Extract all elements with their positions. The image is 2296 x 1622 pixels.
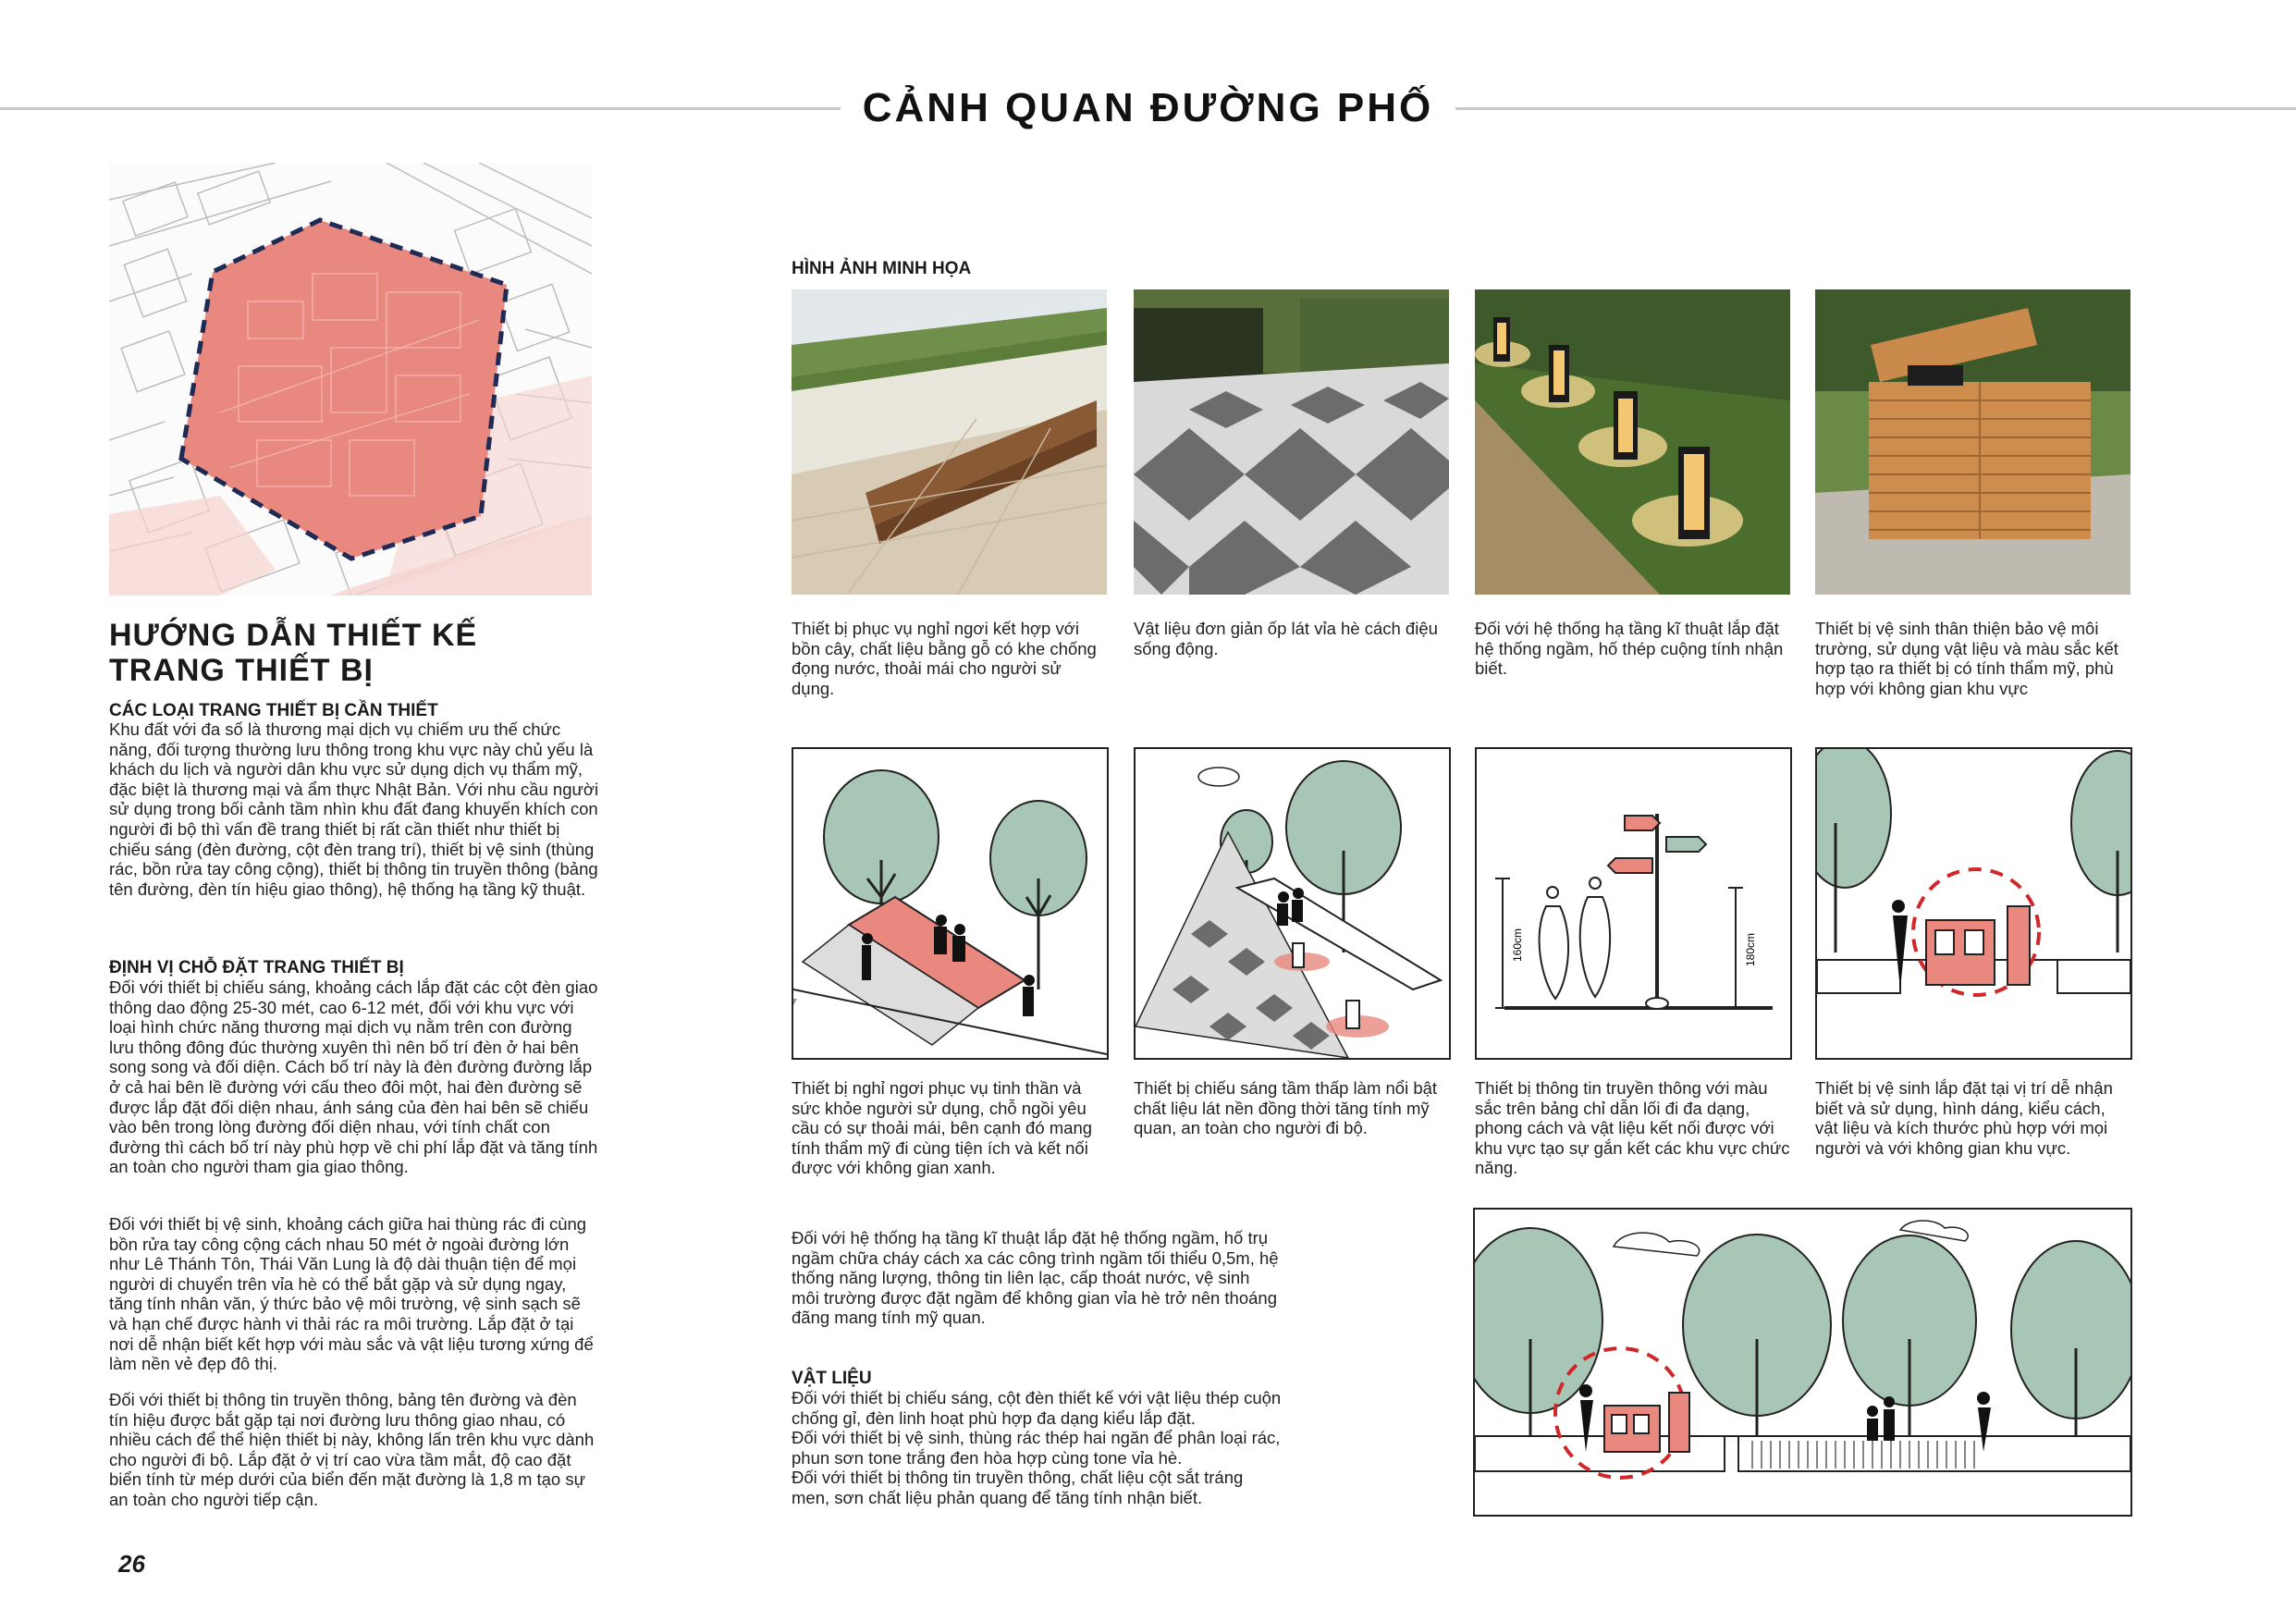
photo-caption-4: Thiết bị vệ sinh thân thiện bảo vệ môi t… [1815,619,2118,698]
site-map [109,163,592,596]
header-rule-right [1424,107,2296,110]
section1-title: CÁC LOẠI TRANG THIẾT BỊ CẦN THIẾT [109,701,438,720]
sketch-caption-4: Thiết bị vệ sinh lắp đặt tại vị trí dễ n… [1815,1078,2113,1158]
section2-title: ĐỊNH VỊ CHỖ ĐẶT TRANG THIẾT BỊ [109,958,404,977]
section1-text: Khu đất với đa số là thương mại dịch vụ … [109,719,599,899]
sketch-sanitation [1815,747,2132,1060]
sign-height-label-right: 180cm [1744,933,1757,966]
photo-wooden-bin-enclosure [1815,289,2130,595]
sketch-seating [792,747,1109,1060]
photo-caption-2: Vật liệu đơn giản ốp lát vỉa hè cách điệ… [1134,619,1438,658]
header-rule-left [0,107,869,110]
section2-paragraph-3: Đối với thiết bị thông tin truyền thông,… [109,1390,595,1509]
sketch-caption-2: Thiết bị chiếu sáng tầm thấp làm nổi bật… [1134,1078,1438,1138]
section2-paragraph-2: Đối với thiết bị vệ sinh, khoảng cách gi… [109,1214,594,1374]
photo-caption-3: Đối với hệ thống hạ tầng kĩ thuật lắp đặ… [1475,619,1784,679]
photo-bollard-lights [1475,289,1790,595]
sketch-caption-3: Thiết bị thông tin truyền thông với màu … [1475,1078,1790,1178]
material-paragraph-3: Đối với thiết bị thông tin truyền thông,… [792,1468,1244,1507]
sketch-signage: 160cm 180cm [1475,747,1792,1060]
material-paragraph-2: Đối với thiết bị vệ sinh, thùng rác thép… [792,1428,1281,1468]
sketch-caption-1: Thiết bị nghỉ ngơi phục vụ tinh thần và … [792,1078,1093,1178]
photo-wooden-bench [792,289,1107,595]
sign-height-label-left: 160cm [1511,928,1524,962]
infrastructure-text: Đối với hệ thống hạ tầng kĩ thuật lắp đặ… [792,1228,1279,1328]
sketch-lighting [1134,747,1451,1060]
gallery-label: HÌNH ẢNH MINH HỌA [792,259,972,278]
photo-patterned-pavement [1134,289,1449,595]
page-number: 26 [118,1550,145,1578]
material-paragraph-1: Đối với thiết bị chiếu sáng, cột đèn thi… [792,1388,1282,1428]
photo-caption-1: Thiết bị phục vụ nghỉ ngơi kết hợp với b… [792,619,1097,698]
sketch-streetscape-section [1473,1208,2132,1517]
page-title: CẢNH QUAN ĐƯỜNG PHỐ [0,85,2296,131]
section2-paragraph-1: Đối với thiết bị chiếu sáng, khoảng cách… [109,977,598,1177]
material-title: VẬT LIỆU [792,1369,872,1388]
guide-heading: HƯỚNG DẪN THIẾT KẾ TRANG THIẾT BỊ [109,618,478,688]
